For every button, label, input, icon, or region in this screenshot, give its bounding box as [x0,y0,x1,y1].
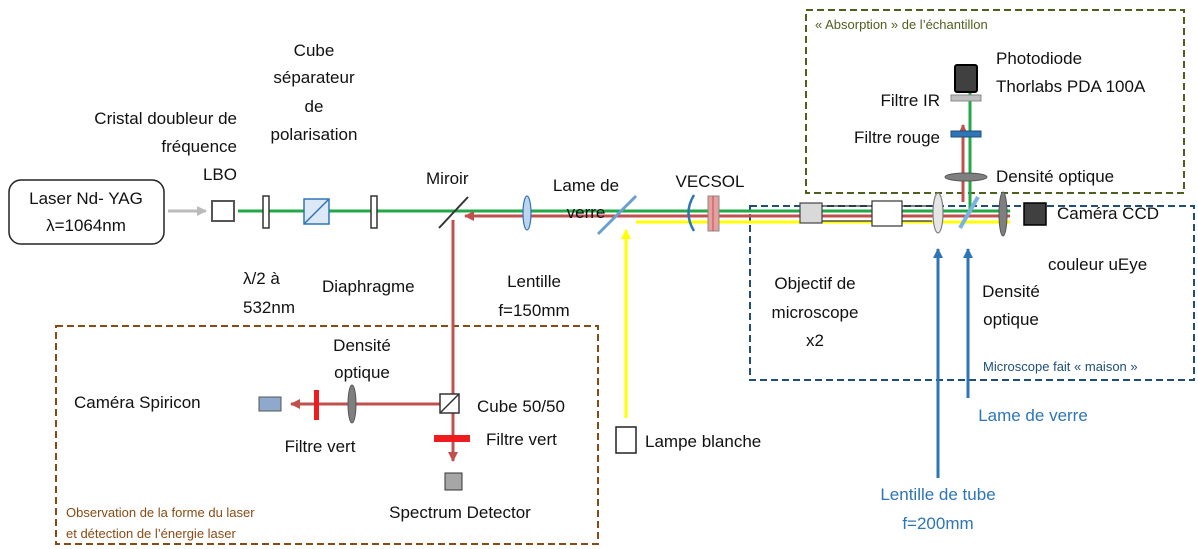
cube-label-4: polarisation [271,125,358,144]
density-right-label-2: optique [983,310,1039,329]
diaphragm [370,195,378,229]
crystal-label-3: LBO [203,165,237,184]
objective-label-1: Objectif de [774,274,855,293]
crystal-label-1: Cristal doubleur de [94,109,237,128]
objective-label-3: x2 [806,331,824,350]
cube-label-2: séparateur [273,68,355,87]
laser-label-1: Laser Nd- YAG [29,189,143,208]
red-filter-label: Filtre rouge [854,128,940,147]
vecsol-lens [687,194,696,232]
cube-5050-diagonal [439,393,460,414]
absorption-box [805,9,1185,194]
green-filter-right-bar [434,435,470,442]
observation-line1: Observation de la forme du laser [66,505,255,520]
microscope-title: Microscope fait « maison » [983,359,1138,374]
glass-plate [596,194,638,236]
ccd-label-2: couleur uEye [1048,255,1147,274]
laser-label-2: λ=1064nm [46,216,126,235]
waveplate-label-2: 532nm [243,298,295,317]
green-filter-right-label: Filtre vert [486,430,557,449]
tube-lens-label-2: f=200mm [902,514,973,533]
microscope-glass-plate [958,195,980,230]
photodiode-label-2: Thorlabs PDA 100A [996,77,1146,96]
tube-lens-label-1: Lentille de tube [880,485,995,504]
objective-front [799,202,823,224]
spiricon-camera [258,396,282,412]
crystal-label-2: fréquence [161,137,237,156]
cube-5050-label: Cube 50/50 [477,397,565,416]
photodiode [954,64,978,93]
observation-line2: et détection de l’énergie laser [66,526,237,541]
lens-label-2: f=150mm [498,301,569,320]
vecsol-label: VECSOL [676,172,745,191]
cube-label-1: Cube [294,41,335,60]
spectrum-label: Spectrum Detector [389,503,531,522]
density-left [347,384,357,424]
microscope-box [749,205,1195,381]
waveplate [262,195,270,229]
objective-label-2: microscope [772,303,859,322]
spiricon-label: Caméra Spiricon [74,393,201,412]
density-left-label-1: Densité [333,336,391,355]
waveplate-label-1: λ/2 à [243,269,280,288]
mirror-label: Miroir [426,169,469,188]
observation-box [55,325,599,545]
photodiode-label-1: Photodiode [996,49,1082,68]
green-filter-left-bar [314,390,319,420]
green-filter-left-label: Filtre vert [285,437,356,456]
lbo-crystal [211,200,235,222]
density-right-label-1: Densité [982,282,1040,301]
cube-label-3: de [305,97,324,116]
lens-label-1: Lentille [507,272,561,291]
mirror [438,196,469,229]
spectrum-detector [444,472,463,491]
filter-rouge-plate [950,130,982,138]
absorption-title: « Absorption » de l’échantillon [815,17,988,32]
ir-filter-label: Filtre IR [881,91,941,110]
filter-ir-plate [950,94,982,102]
density-top-label: Densité optique [996,167,1114,186]
tube-lens [932,192,944,234]
lamp [615,426,637,454]
ccd-label-1: Caméra CCD [1057,204,1159,223]
objective-body [871,200,903,227]
glass-plate-label-2: verre [567,203,606,222]
density-right [998,191,1008,237]
glass-plate-blue-label: Lame de verre [978,406,1088,425]
density-top [944,172,988,182]
density-left-label-2: optique [334,363,390,382]
lens-150 [522,195,532,231]
diaphragm-label: Diaphragme [322,277,415,296]
glass-plate-label-1: Lame de [553,176,619,195]
ccd-camera [1023,202,1047,226]
laser-box [8,179,165,245]
polarizing-cube-diagonal [303,198,330,225]
lamp-label: Lampe blanche [645,432,761,451]
